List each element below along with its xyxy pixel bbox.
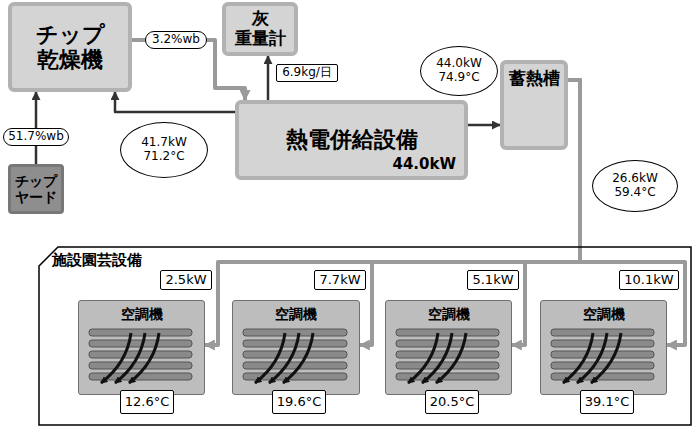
airflow-arrow — [269, 333, 299, 383]
node-label: 5.1kW — [472, 273, 513, 288]
heat-load-callout: 5.1kW — [467, 270, 519, 290]
node-label: 10.1kW — [624, 273, 673, 288]
grill-slot — [396, 340, 499, 347]
temperature-callout: 19.6°C — [272, 390, 327, 414]
node-value: 44.0kW — [392, 156, 456, 173]
airflow-arrow — [577, 333, 607, 383]
chp-unit: 熱電併給設備 44.0kW — [235, 100, 468, 180]
airflow-arrow — [101, 333, 131, 383]
grill-slot — [396, 362, 499, 369]
grill-slot — [551, 362, 654, 369]
airflow-arrow — [563, 333, 593, 383]
node-label: 41.7kW 71.2°C — [141, 136, 187, 164]
airflow-arrow — [115, 333, 145, 383]
node-label: 空調機 — [583, 306, 625, 322]
airflow-arrow — [408, 333, 438, 383]
ash-scale-box: 灰 重量計 — [222, 2, 298, 56]
node-label: 空調機 — [121, 306, 163, 322]
node-label: 7.7kW — [319, 273, 360, 288]
node-label: 熱電併給設備 — [286, 127, 418, 152]
node-label: チップ 乾燥機 — [36, 22, 105, 73]
temperature-callout: 39.1°C — [580, 390, 635, 414]
dryer-box: チップ 乾燥機 — [8, 2, 132, 92]
heat-callout: 26.6kW 59.4°C — [592, 160, 678, 212]
node-label: 44.0kW 74.9°C — [436, 57, 482, 85]
heat-load-callout: 10.1kW — [619, 270, 678, 290]
airflow-arrow — [255, 333, 285, 383]
ash-rate-callout: 6.9kg/日 — [276, 64, 338, 82]
node-label: 施設園芸設備 — [52, 252, 142, 269]
node-label: チップ ヤード — [15, 173, 57, 205]
node-label: 51.7%wb — [8, 130, 64, 144]
node-label: 灰 重量計 — [235, 9, 286, 48]
heat-load-callout: 7.7kW — [314, 270, 366, 290]
grill-slot — [89, 329, 192, 336]
node-label: 39.1°C — [585, 395, 630, 410]
heat-callout: 41.7kW 71.2°C — [120, 122, 208, 178]
heat-callout: 44.0kW 74.9°C — [420, 46, 498, 96]
airflow-arrow — [591, 333, 621, 383]
heat-load-callout: 2.5kW — [160, 270, 212, 290]
flow-arrow — [267, 56, 270, 100]
air-conditioner: 空調機 — [385, 300, 512, 395]
node-label: 蓄熱槽 — [509, 69, 560, 89]
airflow-arrow — [283, 333, 313, 383]
node-label: 6.9kg/日 — [282, 66, 332, 80]
greenhouse-region: 施設園芸設備 2.5kW 7.7kW 5.1kW 10.1kW 空調機 空調機 空調機 空調機 1… — [38, 246, 692, 426]
temperature-callout: 12.6°C — [120, 390, 175, 414]
air-conditioner: 空調機 — [540, 300, 667, 395]
airflow-arrow — [422, 333, 452, 383]
node-label: 空調機 — [428, 306, 470, 322]
flow-arrow — [115, 92, 235, 112]
temperature-callout: 20.5°C — [425, 390, 480, 414]
node-label: 19.6°C — [277, 395, 322, 410]
grill-slot — [551, 329, 654, 336]
grill-slot — [396, 329, 499, 336]
grill-slot — [89, 340, 192, 347]
node-label: 空調機 — [275, 306, 317, 322]
heat-storage-tank: 蓄熱槽 — [500, 60, 568, 150]
node-label: 2.5kW — [165, 273, 206, 288]
grill-slot — [243, 362, 347, 369]
node-label: 20.5°C — [430, 395, 475, 410]
air-conditioner: 空調機 — [78, 300, 205, 395]
node-label: 26.6kW 59.4°C — [612, 172, 658, 200]
chip-yard-box: チップ ヤード — [8, 164, 64, 214]
node-label: 3.2%wb — [152, 33, 200, 47]
airflow-arrow — [129, 333, 159, 383]
grill-slot — [89, 362, 192, 369]
airflow-arrow — [436, 333, 466, 383]
grill-slot — [243, 329, 347, 336]
flow-arrow — [468, 124, 500, 127]
air-conditioner: 空調機 — [232, 300, 360, 395]
node-label: 12.6°C — [125, 395, 170, 410]
grill-slot — [551, 340, 654, 347]
moisture-callout: 3.2%wb — [145, 31, 207, 49]
moisture-callout: 51.7%wb — [3, 128, 69, 146]
